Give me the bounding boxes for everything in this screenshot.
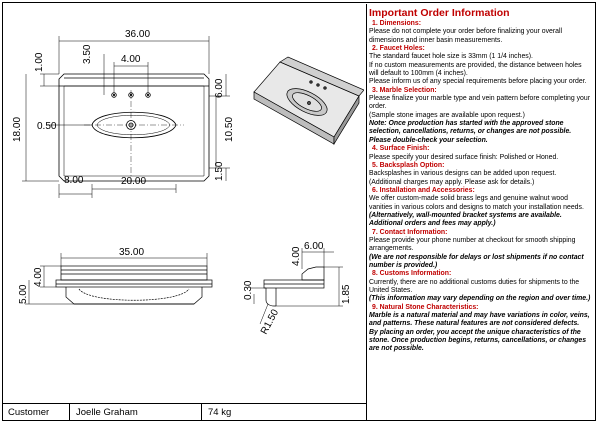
customer-label: Customer	[8, 407, 50, 418]
technical-drawing: 36.00 4.00 3.50 1.00 18.00 0.50 6.00 10.…	[12, 29, 364, 336]
customer-name-cell: Joelle Graham	[70, 404, 202, 421]
dim-side-bottom: 0.30	[243, 280, 254, 300]
dim-faucet-offset: 3.50	[82, 44, 93, 64]
dim-right-side: 6.00	[214, 78, 225, 98]
section-text: Backsplashes in various designs can be a…	[369, 170, 557, 178]
dim-right-bowl: 10.50	[224, 117, 235, 142]
section-text: Please provide your phone number at chec…	[369, 236, 576, 253]
section-text: Note: Once production has started with t…	[369, 120, 572, 144]
customer-label-cell: Customer	[2, 404, 70, 421]
section-text: Please finalize your marble type and vei…	[369, 95, 591, 111]
section-heading: 5. Backsplash Option:	[372, 161, 445, 169]
title-block: Customer Joelle Graham 74 kg	[2, 403, 366, 421]
section-text: Marble is a natural material and may hav…	[369, 312, 590, 328]
section-heading: 6. Installation and Accessories:	[372, 186, 475, 194]
dim-bowl-left: 8.00	[64, 175, 84, 186]
section-text: (Alternatively, wall-mounted bracket sys…	[369, 211, 562, 228]
drawing-frame	[2, 2, 596, 421]
section-heading: 1. Dimensions:	[372, 20, 422, 27]
section-heading: 3. Marble Selection:	[372, 86, 437, 94]
dim-overall-width: 36.00	[125, 29, 150, 40]
dim-side-depth: 6.00	[304, 241, 324, 252]
section-text: (This information may vary depending on …	[369, 295, 591, 303]
top-view	[58, 73, 210, 184]
front-view	[55, 265, 213, 305]
section-text: Please specify your desired surface fini…	[369, 153, 559, 161]
section-text: Currently, there are no additional custo…	[369, 278, 580, 294]
dim-side-splash: 4.00	[291, 246, 302, 266]
section-text: (We are not responsible for delays or lo…	[369, 253, 584, 269]
dim-front-skirt: 5.00	[18, 284, 29, 304]
side-view	[263, 266, 325, 307]
dim-backsplash-depth: 1.00	[34, 52, 45, 72]
section-heading: 4. Surface Finish:	[372, 145, 430, 153]
dim-front-backsplash: 4.00	[33, 267, 44, 287]
section-heading: 9. Natural Stone Characteristics:	[372, 303, 479, 311]
dim-left-bowl: 0.50	[37, 121, 57, 132]
section-text: We offer custom-made solid brass legs an…	[369, 195, 584, 211]
weight-cell: 74 kg	[202, 404, 272, 421]
dim-bowl-width: 20.00	[121, 176, 146, 187]
order-info-panel: Important Order Information 1. Dimension…	[366, 4, 595, 420]
section-text: If no custom measurements are provided, …	[369, 61, 582, 78]
section-text: Please inform us of any special requirem…	[369, 78, 587, 86]
info-sections: 1. Dimensions:Please do not complete you…	[369, 20, 593, 354]
weight-value: 74 kg	[208, 407, 232, 418]
dim-side-radius: R1.50	[259, 307, 281, 336]
section-text: By placing an order, you accept the uniq…	[369, 328, 587, 353]
section-heading: 8. Customs Information:	[372, 270, 452, 278]
dim-front-width: 35.00	[119, 247, 144, 258]
section-text: The standard faucet hole size is 33mm (1…	[369, 53, 533, 61]
dim-front-edge: 1.50	[214, 161, 225, 181]
panel-title: Important Order Information	[369, 7, 510, 19]
dim-faucet-spacing: 4.00	[121, 54, 141, 65]
customer-name: Joelle Graham	[76, 407, 138, 418]
dim-overall-depth: 18.00	[12, 117, 23, 142]
iso-view	[253, 56, 364, 146]
section-heading: 2. Faucet Holes:	[372, 45, 425, 53]
section-text: (Sample stone images are available upon …	[369, 111, 525, 119]
section-text: Please do not complete your order before…	[369, 28, 563, 44]
dim-side-thickness: 1.85	[341, 284, 352, 304]
section-heading: 7. Contact Information:	[372, 228, 448, 236]
section-text: (Additional charges may apply. Please as…	[369, 178, 535, 186]
